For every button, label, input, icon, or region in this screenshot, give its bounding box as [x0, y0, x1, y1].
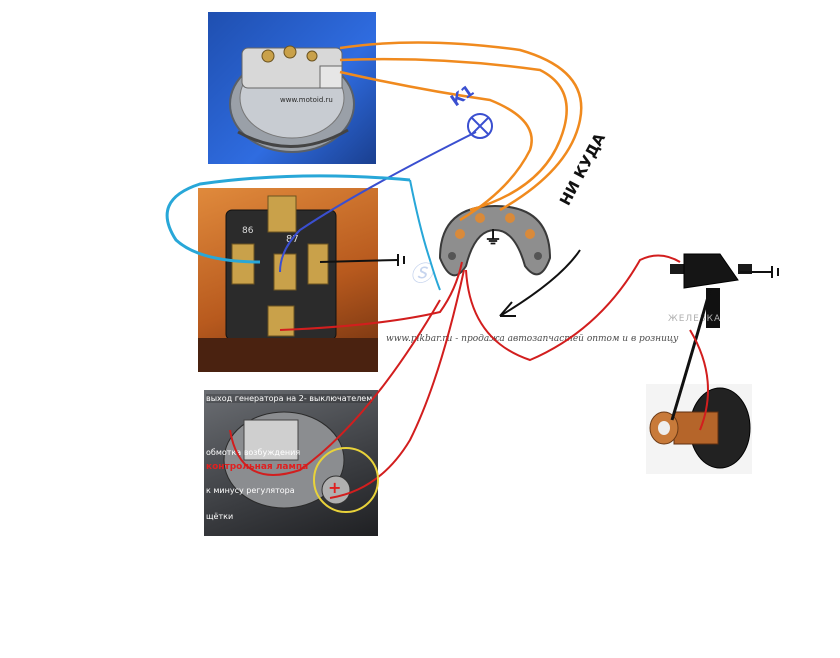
red-wire-3 — [465, 254, 681, 362]
alternator-drawing — [229, 45, 355, 153]
reg-plus: + — [328, 478, 342, 497]
black-wire-ground — [319, 259, 399, 263]
reg-line3: к минусу регулятора — [206, 486, 295, 495]
voltage-regulator-photo: ЖЕЛЕЗКА — [660, 248, 760, 338]
diode-bridge-drawing — [438, 204, 552, 277]
reg-line4: щётки — [206, 512, 234, 521]
rotor-photo — [646, 384, 752, 474]
orange-wire-3 — [339, 70, 533, 222]
red-wire-2 — [329, 269, 465, 499]
reg-top-text: выход генератора на 2- выключателем — [206, 394, 373, 403]
cyan-wire-2 — [409, 179, 441, 291]
black-arrow-head — [499, 301, 516, 317]
red-wire-1 — [279, 261, 463, 331]
red-wire-5 — [229, 299, 441, 476]
red-wire-4 — [689, 329, 709, 431]
cyan-wire — [165, 174, 411, 264]
relay-pin-86: 86 — [242, 226, 254, 236]
bottom-caption: www.pikbar.ru - продажа автозапчастей оп… — [386, 334, 679, 344]
ground-icon-relay — [397, 254, 405, 266]
diode-bridge-photo: ⏚ — [430, 196, 560, 316]
alternator-photo: www.motoid.ru — [208, 12, 376, 164]
relay-drawing — [198, 195, 378, 372]
blue-wire — [279, 131, 477, 273]
yellow-highlight-circle — [313, 447, 379, 513]
lamp-icon — [467, 113, 493, 139]
bridge-ground-symbol: ⏚ — [484, 228, 502, 249]
reg-line1: обмотка возбуждения — [206, 448, 301, 457]
bridge-watermark: Ⓢ — [410, 262, 433, 287]
black-wire-reg-rotor — [670, 289, 712, 421]
black-wire-arrow — [499, 249, 581, 317]
alt-watermark: www.motoid.ru — [280, 96, 333, 104]
voltage-regulator-drawing — [670, 253, 752, 328]
orange-wire-1 — [339, 41, 583, 212]
relay-photo: 87 86 — [198, 188, 378, 372]
reg-line2: контрольная лампа — [206, 462, 309, 472]
orange-wire-2 — [339, 57, 568, 212]
rotor-drawing — [649, 387, 751, 469]
regulator-label: ЖЕЛЕЗКА — [668, 314, 722, 324]
ground-icon-right — [771, 266, 779, 278]
